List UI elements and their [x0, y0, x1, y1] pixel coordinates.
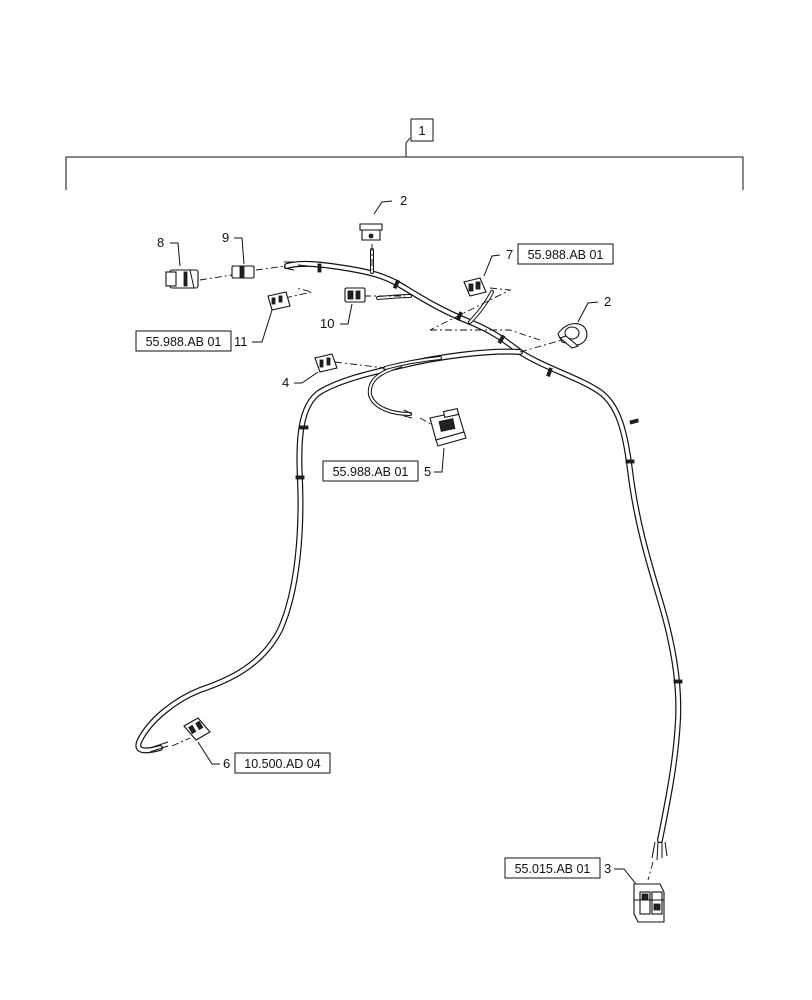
callout-10: 10 — [320, 303, 353, 331]
callout-3-label: 3 — [604, 861, 611, 876]
clamp-part-2-right — [557, 323, 588, 349]
callout-2-right-label: 2 — [604, 294, 611, 309]
connector-part-5 — [429, 407, 467, 447]
tape-bands — [295, 263, 683, 684]
callout-5-label: 5 — [424, 464, 431, 479]
callout-3: 55.015.AB 01 3 — [504, 857, 637, 885]
connector-part-6 — [183, 717, 211, 741]
connector-part-3 — [633, 883, 665, 923]
callout-11-label: 11 — [234, 334, 248, 349]
callout-5: 55.988.AB 01 5 — [322, 447, 445, 482]
connector-part-10 — [344, 287, 366, 303]
reference-11: 55.988.AB 01 — [146, 335, 222, 349]
connector-part-4 — [314, 353, 338, 373]
assembly-bracket: 1 — [65, 118, 744, 190]
callout-4: 4 — [282, 371, 319, 390]
callout-2-top: 2 — [373, 193, 407, 215]
callout-4-label: 4 — [282, 375, 289, 390]
clamp-part-2-top — [359, 223, 383, 241]
callout-10-label: 10 — [320, 316, 334, 331]
callout-11: 55.988.AB 01 11 — [135, 309, 273, 352]
callout-8-label: 8 — [157, 235, 164, 250]
connection-lines — [171, 244, 654, 881]
callout-7-label: 7 — [506, 247, 513, 262]
callout-1: 1 — [418, 123, 425, 138]
reference-3: 55.015.AB 01 — [515, 862, 591, 876]
callout-9: 9 — [222, 230, 245, 265]
callout-2-right: 2 — [577, 294, 611, 323]
callout-8: 8 — [157, 235, 181, 267]
connector-part-11 — [267, 291, 291, 311]
reference-5: 55.988.AB 01 — [333, 465, 409, 479]
callout-9-label: 9 — [222, 230, 229, 245]
reference-6: 10.500.AD 04 — [244, 757, 320, 771]
connector-part-8 — [165, 269, 199, 289]
reference-7: 55.988.AB 01 — [528, 248, 604, 262]
connector-part-9 — [231, 265, 255, 279]
wire-harness — [135, 248, 683, 861]
connector-part-7 — [463, 277, 487, 297]
callout-7: 7 55.988.AB 01 — [483, 243, 614, 277]
callout-2-top-label: 2 — [400, 193, 407, 208]
callout-6-label: 6 — [223, 756, 230, 771]
callout-6: 6 10.500.AD 04 — [197, 741, 331, 774]
